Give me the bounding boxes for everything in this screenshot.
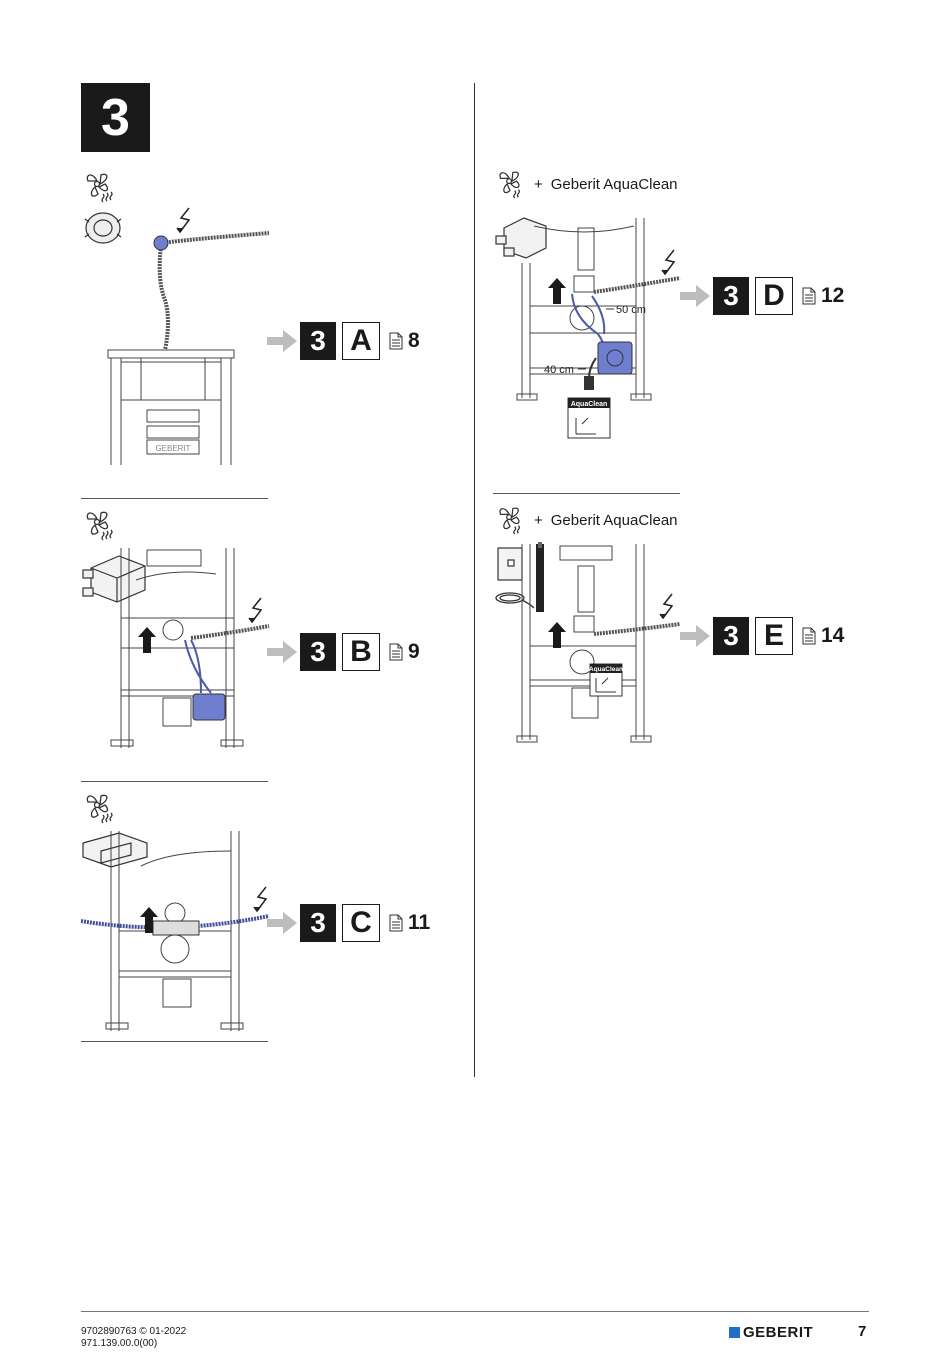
arrow-right-icon	[267, 641, 297, 663]
figure-d: 50 cm 40 cm AquaClean	[495, 217, 681, 439]
document-icon	[802, 287, 816, 305]
footer-rule	[81, 1311, 869, 1312]
ref-letter: B	[342, 633, 380, 671]
figure-a: GEBERIT	[84, 173, 270, 465]
figure-e: AquaClean	[495, 542, 681, 743]
document-icon	[802, 627, 816, 645]
ref-step-number: 3	[300, 633, 336, 671]
fan-icon	[499, 171, 521, 199]
figure-c	[81, 794, 270, 1031]
ref-page: 9	[408, 640, 420, 663]
ref-page: 14	[821, 624, 845, 647]
lightning-icon	[253, 886, 268, 913]
page-number: 7	[858, 1323, 867, 1340]
doc-number: 9702890763 © 01-2022	[81, 1326, 187, 1337]
ref-step-number: 3	[300, 322, 336, 360]
ref-3e[interactable]: 3 E 14	[680, 617, 844, 655]
arrow-right-icon	[267, 912, 297, 934]
ref-3a[interactable]: 3 A 8	[267, 322, 420, 360]
ref-page: 8	[408, 329, 420, 352]
length-label-40: 40 cm	[544, 364, 574, 376]
logo-square	[729, 1327, 740, 1338]
step-number: 3	[101, 88, 130, 147]
ref-step-number: 3	[713, 277, 749, 315]
ref-letter: E	[755, 617, 793, 655]
column-divider	[474, 83, 475, 1077]
lightning-icon	[176, 207, 191, 234]
ref-3b[interactable]: 3 B 9	[267, 633, 420, 671]
separator	[81, 781, 268, 782]
document-icon	[389, 914, 403, 932]
ref-letter: A	[342, 322, 380, 360]
control-unit-illustration	[495, 217, 547, 259]
caption-d: + Geberit AquaClean	[494, 168, 678, 200]
caption-product: Geberit AquaClean	[550, 175, 678, 193]
lightning-icon	[659, 593, 674, 620]
ref-letter: D	[755, 277, 793, 315]
socket-box-illustration	[84, 212, 122, 244]
arrow-right-icon	[680, 625, 710, 647]
fan-icon	[86, 794, 113, 824]
document-icon	[389, 643, 403, 661]
step-number-box: 3	[81, 83, 150, 152]
separator	[493, 493, 680, 494]
ref-page: 11	[408, 911, 431, 934]
frame-brand-label: GEBERIT	[155, 444, 190, 453]
installation-frame	[107, 349, 235, 465]
doc-version: 971.139.00.0(00)	[81, 1338, 158, 1349]
caption-e: + Geberit AquaClean	[494, 504, 678, 536]
figure-b	[82, 511, 270, 748]
aquaclean-tag: AquaClean	[571, 401, 608, 408]
ref-step-number: 3	[300, 904, 336, 942]
control-unit-illustration	[82, 555, 146, 603]
lightning-icon	[248, 597, 263, 624]
arrow-up-icon	[138, 627, 156, 653]
fan-icon	[86, 511, 113, 541]
aquaclean-tag: AquaClean	[589, 666, 623, 673]
separator	[81, 498, 268, 499]
arrow-right-icon	[267, 330, 297, 352]
document-icon	[389, 332, 403, 350]
ref-3c[interactable]: 3 C 11	[267, 904, 430, 942]
ref-letter: C	[342, 904, 380, 942]
cable-illustration	[495, 592, 535, 609]
ref-page: 12	[821, 284, 845, 307]
caption-plus: +	[534, 511, 543, 529]
geberit-logo: GEBERIT	[729, 1324, 813, 1341]
ref-3d[interactable]: 3 D 12	[680, 277, 844, 315]
arrow-up-icon	[140, 907, 158, 933]
ref-step-number: 3	[713, 617, 749, 655]
logo-text: GEBERIT	[743, 1324, 814, 1341]
caption-plus: +	[534, 175, 543, 193]
fan-icon	[499, 507, 521, 535]
arrow-up-icon	[548, 622, 566, 648]
length-label-50: 50 cm	[616, 304, 646, 316]
lightning-icon	[661, 249, 676, 276]
module-box-illustration	[497, 547, 523, 581]
arrow-up-icon	[548, 278, 566, 304]
footer-doc-info: 9702890763 © 01-2022 971.139.00.0(00)	[81, 1326, 186, 1350]
separator	[81, 1041, 268, 1042]
arrow-right-icon	[680, 285, 710, 307]
caption-product: Geberit AquaClean	[550, 511, 678, 529]
control-module-illustration	[82, 832, 148, 868]
fan-icon	[86, 173, 113, 203]
